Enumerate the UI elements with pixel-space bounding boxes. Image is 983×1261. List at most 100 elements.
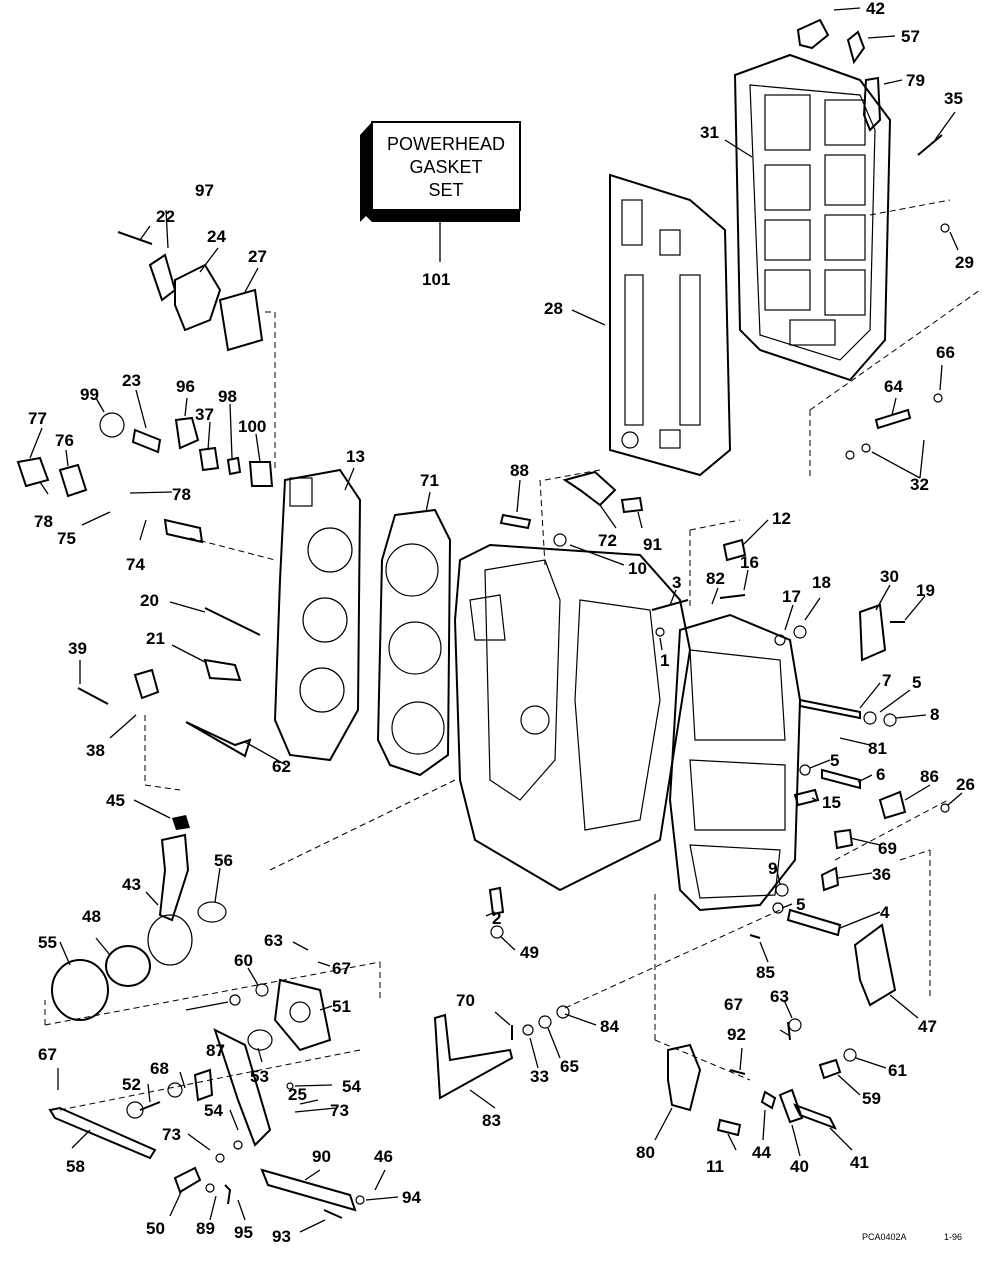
callout-6: 6 [876, 765, 885, 784]
callout-93: 93 [272, 1227, 291, 1246]
callout-38: 38 [86, 741, 105, 760]
callout-69: 69 [878, 839, 897, 858]
callout-84: 84 [600, 1017, 619, 1036]
footer-code: PCA0402A [862, 1232, 907, 1242]
footer-date: 1-96 [944, 1232, 962, 1242]
callout-1: 1 [660, 651, 669, 670]
callout-42: 42 [866, 0, 885, 18]
callout-86: 86 [920, 767, 939, 786]
right-side-small-parts [499, 393, 950, 937]
callout-100: 100 [238, 417, 266, 436]
callout-63-a: 63 [264, 931, 283, 950]
callout-46: 46 [374, 1147, 393, 1166]
box-line-1: POWERHEAD [387, 134, 505, 154]
callout-101: 101 [422, 270, 450, 289]
callout-78-lower: 78 [34, 512, 53, 531]
callout-52: 52 [122, 1075, 141, 1094]
callout-68: 68 [150, 1059, 169, 1078]
callout-54-a: 54 [342, 1077, 361, 1096]
leader-lines [29, 7, 963, 1233]
callout-40: 40 [790, 1157, 809, 1176]
callout-48: 48 [82, 907, 101, 926]
callout-89: 89 [196, 1219, 215, 1238]
callout-90: 90 [312, 1147, 331, 1166]
callout-65: 65 [560, 1057, 579, 1076]
callout-67-b: 67 [724, 995, 743, 1014]
callout-96: 96 [176, 377, 195, 396]
callout-62: 62 [272, 757, 291, 776]
callout-57: 57 [901, 27, 920, 46]
callout-45: 45 [106, 791, 125, 810]
callout-12: 12 [772, 509, 791, 528]
callout-28: 28 [544, 299, 563, 318]
callout-20: 20 [140, 591, 159, 610]
callout-44: 44 [752, 1143, 771, 1162]
callout-55: 55 [38, 933, 57, 952]
callout-64: 64 [884, 377, 903, 396]
callout-63-b: 63 [770, 987, 789, 1006]
callout-75: 75 [57, 529, 76, 548]
callout-3: 3 [672, 573, 681, 592]
callout-15: 15 [822, 793, 841, 812]
callout-95: 95 [234, 1223, 253, 1242]
callout-37: 37 [195, 405, 214, 424]
callout-66: 66 [936, 343, 955, 362]
callout-18: 18 [812, 573, 831, 592]
callout-33: 33 [530, 1067, 549, 1086]
footer: PCA0402A 1-96 [862, 1232, 962, 1242]
callout-58: 58 [66, 1157, 85, 1176]
callout-24: 24 [207, 227, 226, 246]
crankcase-half [668, 613, 802, 912]
callout-73-a: 73 [330, 1101, 349, 1120]
callout-19: 19 [916, 581, 935, 600]
callout-labels: 42 57 79 35 31 29 28 101 97 22 24 27 99 … [28, 0, 975, 1246]
callout-13: 13 [346, 447, 365, 466]
callout-94: 94 [402, 1188, 421, 1207]
bottom-left-linkage [48, 815, 365, 1219]
callout-70: 70 [456, 991, 475, 1010]
callout-60: 60 [234, 951, 253, 970]
callout-67-a: 67 [332, 959, 351, 978]
callout-91: 91 [643, 535, 662, 554]
callout-2: 2 [492, 909, 501, 928]
callout-82: 82 [706, 569, 725, 588]
callout-77: 77 [28, 409, 47, 428]
callout-5-c: 5 [796, 895, 805, 914]
callout-35: 35 [944, 89, 963, 108]
callout-73-b: 73 [162, 1125, 181, 1144]
callout-49: 49 [520, 943, 539, 962]
callout-4: 4 [880, 903, 890, 922]
callout-71: 71 [420, 471, 439, 490]
head-gasket [376, 508, 452, 777]
callout-21: 21 [146, 629, 165, 648]
callout-32: 32 [910, 475, 929, 494]
callout-22: 22 [156, 207, 175, 226]
callout-50: 50 [146, 1219, 165, 1238]
callout-7: 7 [882, 671, 891, 690]
callout-98: 98 [218, 387, 237, 406]
callout-59: 59 [862, 1089, 881, 1108]
callout-9: 9 [768, 859, 777, 878]
callout-26: 26 [956, 775, 975, 794]
callout-17: 17 [782, 587, 801, 606]
bottom-right-parts [433, 886, 897, 1137]
callout-87: 87 [206, 1041, 225, 1060]
top-small-parts [796, 18, 950, 233]
callout-78-upper: 78 [172, 485, 191, 504]
callout-25: 25 [288, 1085, 307, 1104]
callout-79: 79 [906, 71, 925, 90]
callout-72: 72 [598, 531, 617, 550]
powerhead-gasket-set-box: POWERHEAD GASKET SET [360, 121, 521, 262]
callout-5-b: 5 [830, 751, 839, 770]
callout-41: 41 [850, 1153, 869, 1172]
callout-10: 10 [628, 559, 647, 578]
callout-30: 30 [880, 567, 899, 586]
callout-56: 56 [214, 851, 233, 870]
assembly-lines [44, 199, 981, 1111]
callout-27: 27 [248, 247, 267, 266]
callout-88: 88 [510, 461, 529, 480]
callout-51: 51 [332, 997, 351, 1016]
cylinder-head [273, 468, 362, 762]
callout-11: 11 [706, 1157, 724, 1176]
